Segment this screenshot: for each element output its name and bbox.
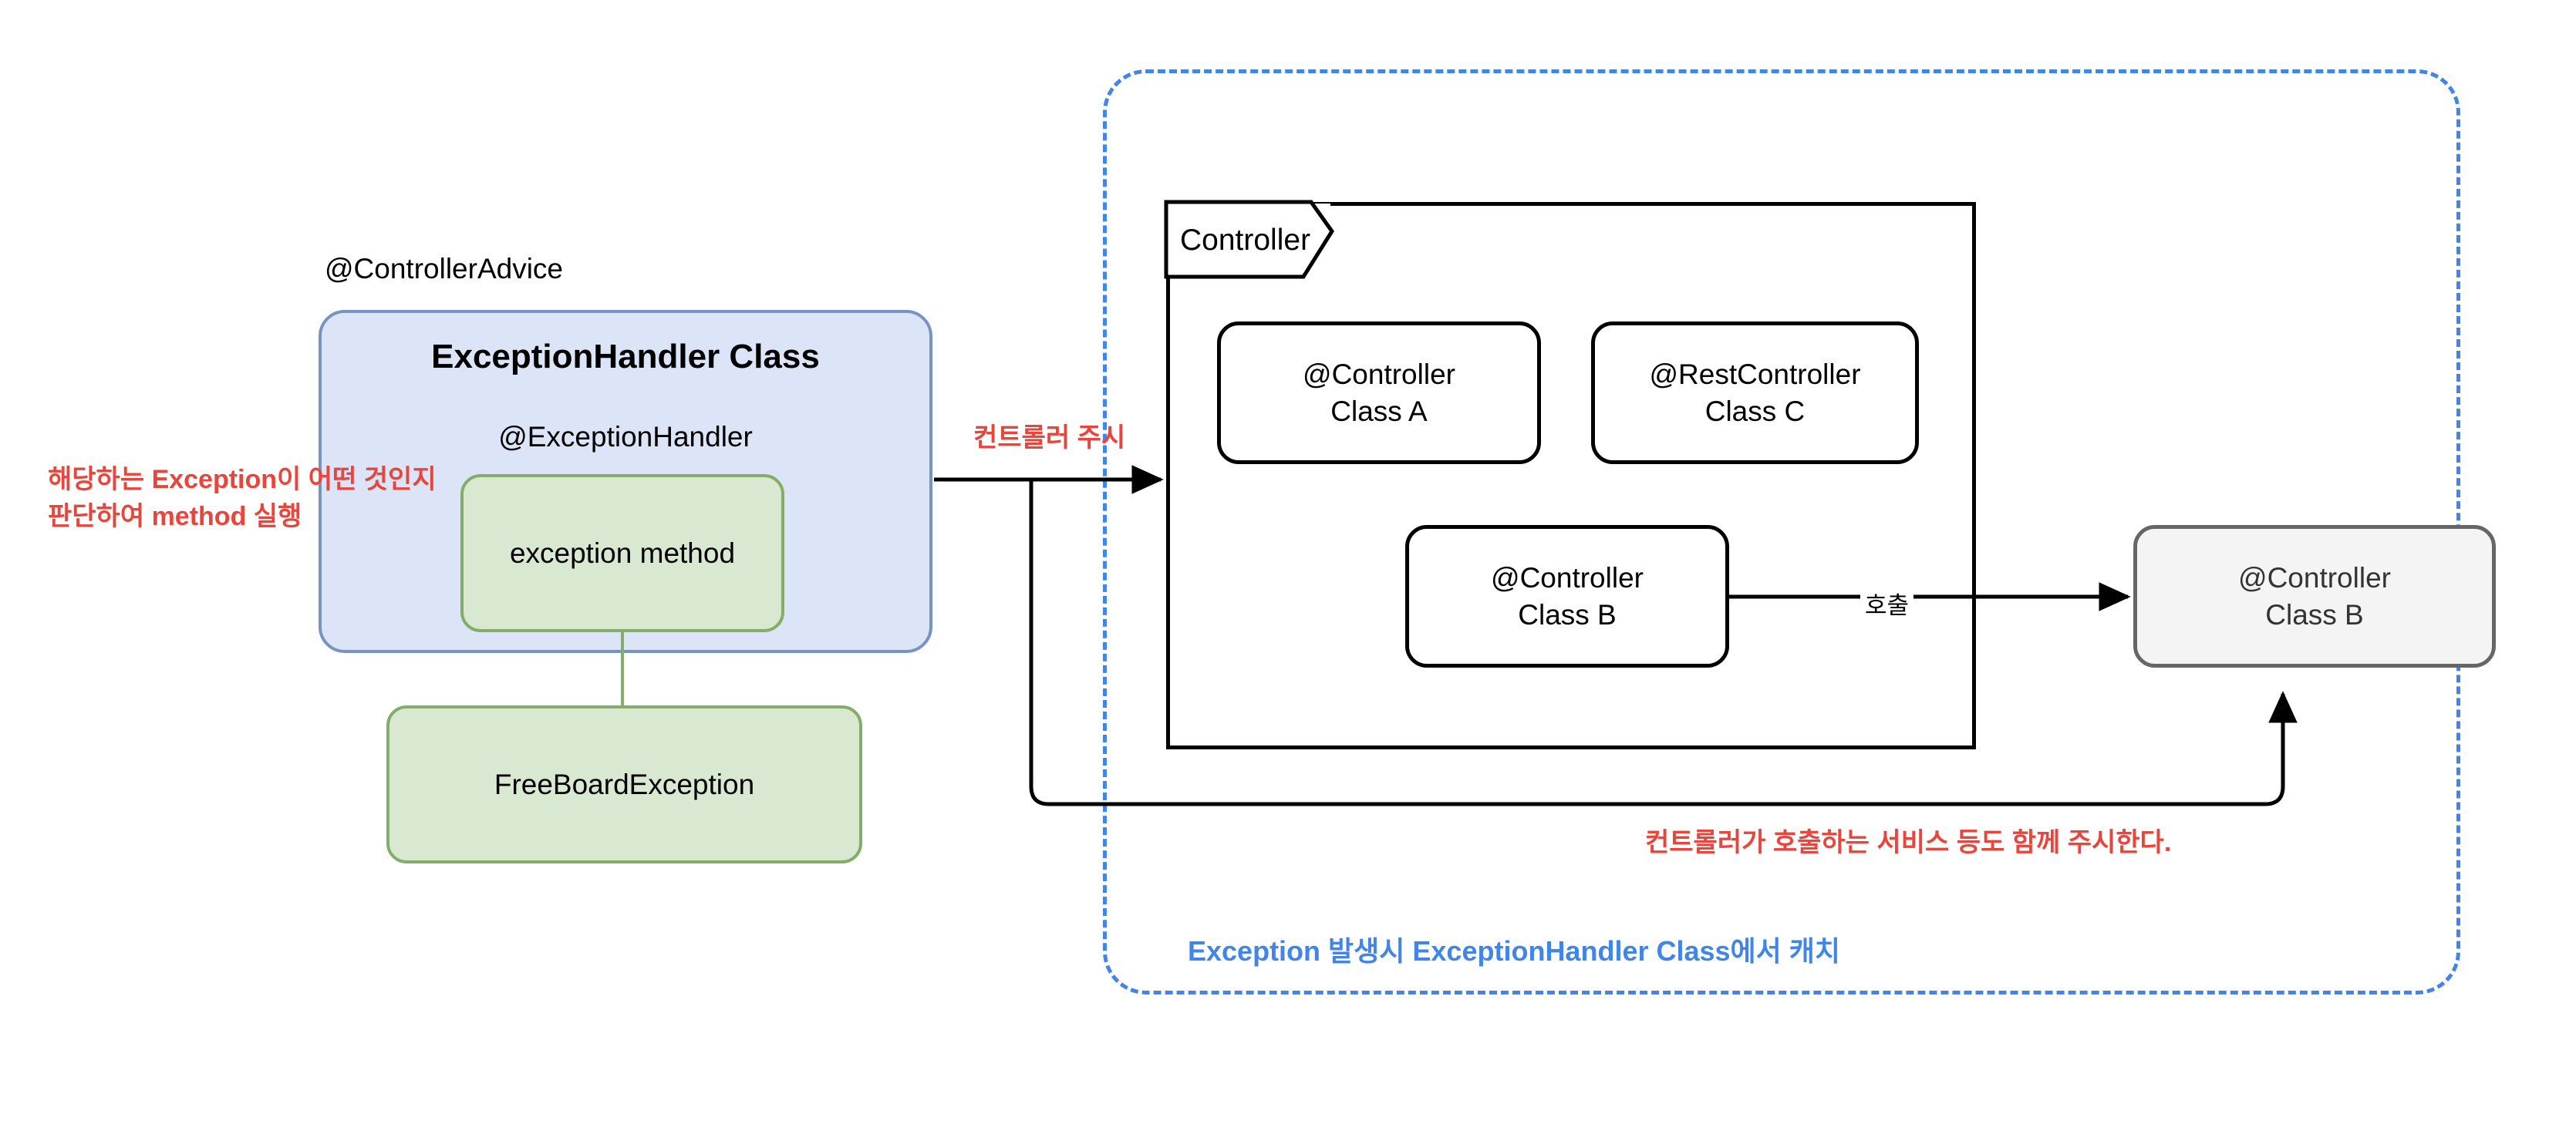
exception-handler-annotation-label: @ExceptionHandler xyxy=(498,421,753,453)
rest-controller-class-c-box[interactable]: @RestController Class C xyxy=(1591,321,1919,464)
controller-group-label: Controller xyxy=(1180,224,1311,257)
controller-class-b-box[interactable]: @Controller Class B xyxy=(1405,525,1729,668)
exception-handler-class-title: ExceptionHandler Class xyxy=(431,338,820,375)
controller-advice-annotation-label: @ControllerAdvice xyxy=(325,253,564,284)
note-exception-decision: 해당하는 Exception이 어떤 것인지 판단하여 method 실행 xyxy=(48,465,437,532)
freeboard-exception-box[interactable]: FreeBoardException xyxy=(386,705,862,863)
note-service-scope: 컨트롤러가 호출하는 서비스 등도 함께 주시한다. xyxy=(1645,828,2172,857)
external-controller-class-b-box[interactable]: @Controller Class B xyxy=(2133,525,2496,668)
note-call-label: 호출 xyxy=(1860,586,1914,621)
controller-class-a-box[interactable]: @Controller Class A xyxy=(1217,321,1541,464)
exception-method-box[interactable]: exception method xyxy=(460,474,784,632)
note-watch-controller: 컨트롤러 주시 xyxy=(973,423,1126,453)
note-exception-catch: Exception 발생시 ExceptionHandler Class에서 캐… xyxy=(1188,935,1841,967)
